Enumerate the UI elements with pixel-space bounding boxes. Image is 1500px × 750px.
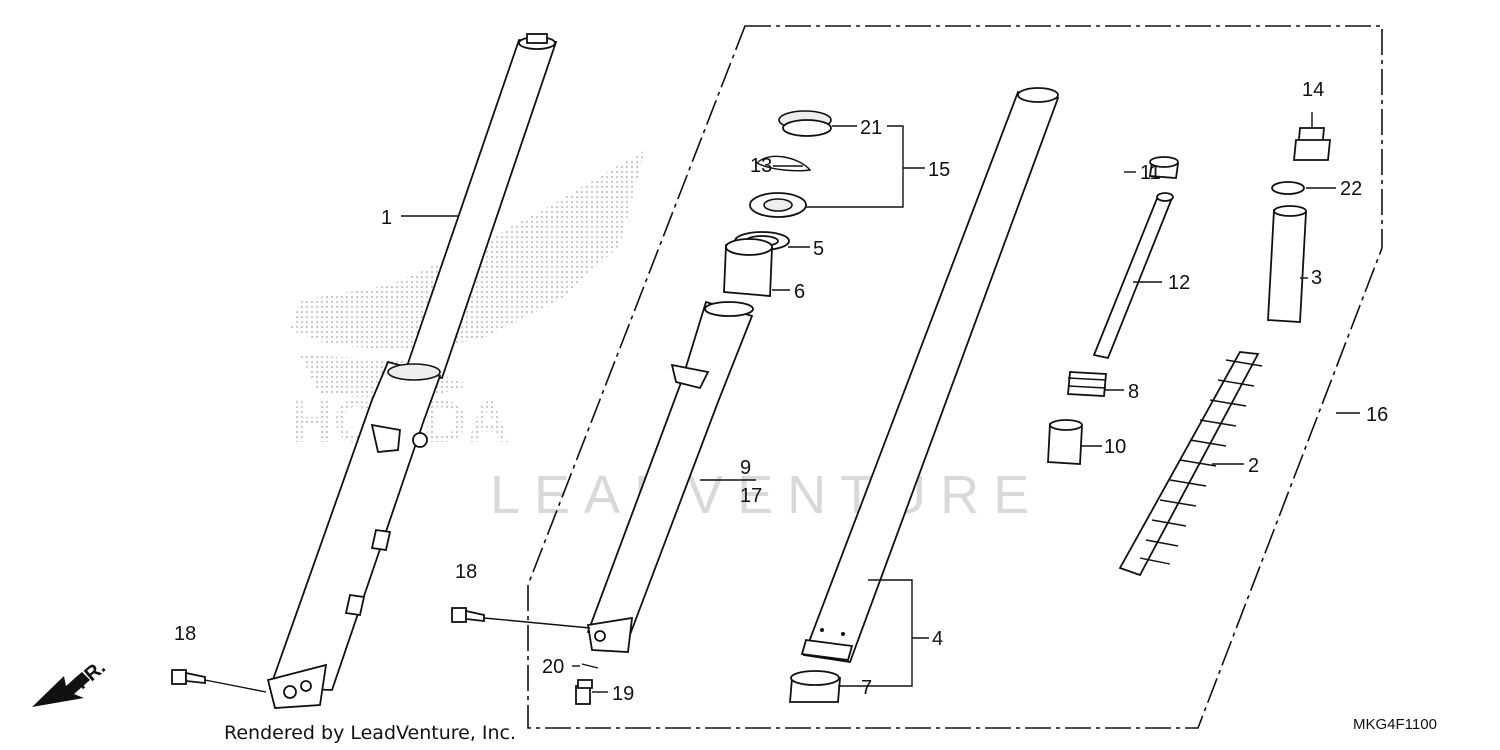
callout-labels: 1 2 3 4 5 6 7 8 9 10 11 12 13 14 15 16 1… xyxy=(174,79,1388,705)
fork-outer-assembly xyxy=(266,33,558,709)
callout-12: 12 xyxy=(1168,272,1190,294)
callout-9: 9 xyxy=(740,457,751,479)
callout-16: 16 xyxy=(1366,404,1388,426)
callout-17: 17 xyxy=(740,485,762,507)
callout-11: 11 xyxy=(1140,162,1161,184)
leader-lines xyxy=(204,112,1360,693)
leadventure-watermark: LEADVENTURE xyxy=(490,465,1043,525)
callout-14: 14 xyxy=(1302,79,1324,101)
callout-20: 20 xyxy=(542,656,564,678)
fork-slider xyxy=(586,300,754,653)
callout-3: 3 xyxy=(1311,267,1322,289)
callout-18-center: 18 xyxy=(455,561,477,583)
callout-18-left: 18 xyxy=(174,623,196,645)
callout-2: 2 xyxy=(1248,455,1259,477)
callout-10: 10 xyxy=(1104,436,1126,458)
collar-7 xyxy=(789,670,841,703)
pin-20 xyxy=(581,663,599,669)
callout-21: 21 xyxy=(860,117,882,139)
fork-tube xyxy=(800,87,1060,664)
callout-6: 6 xyxy=(794,281,805,303)
callout-15: 15 xyxy=(928,159,950,181)
assembly-outline-dashed xyxy=(527,25,1383,729)
callout-13: 13 xyxy=(750,155,772,177)
seal-stack xyxy=(723,110,832,297)
callout-1: 1 xyxy=(381,207,392,229)
damper-rod xyxy=(1047,156,1180,465)
bolt-18-center xyxy=(451,607,485,623)
bolt-18-left xyxy=(171,669,206,685)
callout-5: 5 xyxy=(813,238,824,260)
callout-8: 8 xyxy=(1128,381,1139,403)
diagram-code: MKG4F1100 xyxy=(1353,716,1437,733)
callout-22: 22 xyxy=(1340,178,1362,200)
fork-cap-and-spring xyxy=(1118,127,1331,577)
bolt-19 xyxy=(575,679,593,705)
front-direction-arrow: FR. xyxy=(32,656,110,707)
callout-7: 7 xyxy=(861,677,872,699)
callout-4: 4 xyxy=(932,628,943,650)
callout-19: 19 xyxy=(612,683,634,705)
render-credit: Rendered by LeadVenture, Inc. xyxy=(224,722,516,744)
